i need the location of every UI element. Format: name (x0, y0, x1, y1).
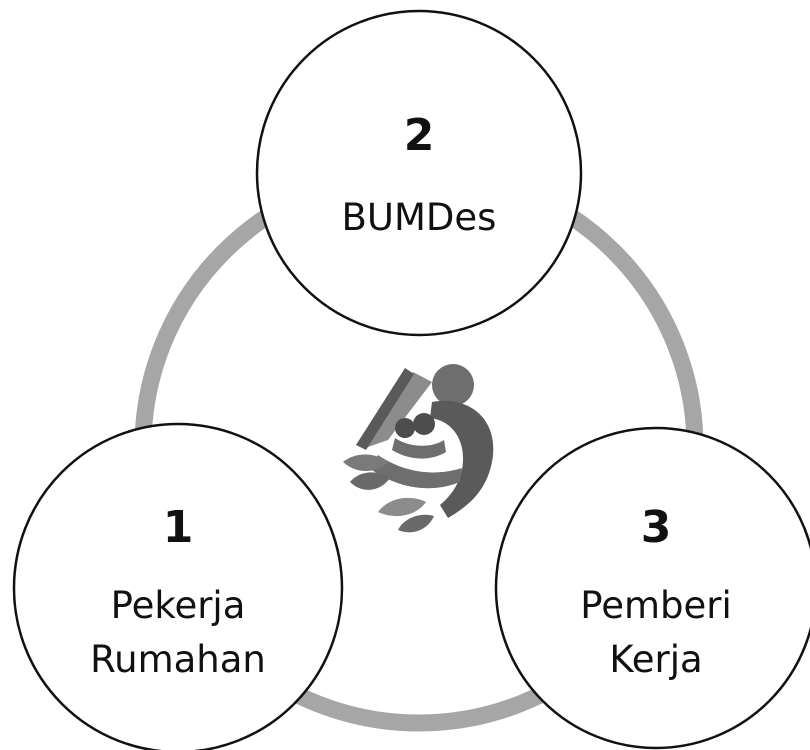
node-2-label: BUMDes (342, 196, 497, 239)
node-2-number: 2 (404, 110, 435, 161)
diagram-node-3: 3 Pemberi Kerja (494, 426, 810, 750)
node-1-number: 1 (163, 502, 194, 553)
node-3-circle (494, 426, 810, 750)
worker-caregiver-leaves-icon (343, 364, 494, 533)
diagram-node-2: 2 BUMDes (255, 9, 583, 337)
node-2-circle (255, 9, 583, 337)
node-3-number: 3 (641, 502, 672, 553)
node-3-label-line1: Pemberi (580, 584, 732, 627)
node-1-label-line2: Rumahan (90, 638, 266, 681)
node-1-label-line1: Pekerja (111, 584, 246, 627)
diagram-node-1: 1 Pekerja Rumahan (12, 422, 344, 750)
node-3-label-line2: Kerja (609, 638, 702, 681)
node-1-circle (12, 422, 344, 750)
